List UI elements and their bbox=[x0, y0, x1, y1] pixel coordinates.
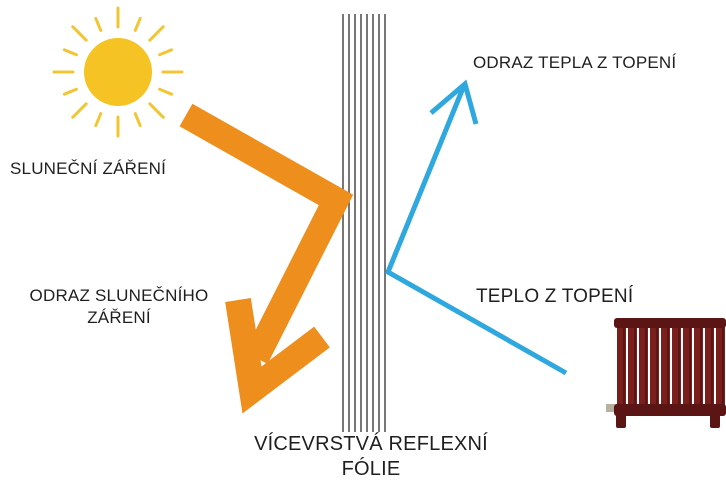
label-reflective-foil: VÍCEVRSTVÁ REFLEXNÍ FÓLIE bbox=[254, 433, 488, 480]
sun-ray bbox=[133, 112, 142, 128]
sun-icon bbox=[52, 6, 184, 138]
sun-ray bbox=[148, 25, 165, 42]
radiator-column-shade bbox=[634, 324, 636, 410]
radiator-foot-left bbox=[616, 414, 626, 428]
sun-ray bbox=[94, 16, 103, 32]
radiator-column-shade bbox=[689, 324, 691, 410]
heat-arrow-shaft bbox=[384, 87, 568, 376]
sun-ray bbox=[94, 112, 103, 128]
radiator-column-shade bbox=[656, 324, 658, 410]
label-heat-reflection: ODRAZ TEPLA Z TOPENÍ bbox=[473, 53, 677, 72]
label-solar-reflection: ODRAZ SLUNEČNÍHO ZÁŘENÍ bbox=[29, 286, 209, 327]
heat-arrow-head bbox=[429, 79, 479, 125]
radiator-columns bbox=[617, 322, 725, 412]
radiator-column-shade bbox=[623, 324, 625, 410]
sun-ray bbox=[71, 102, 88, 119]
radiator-valve bbox=[606, 404, 618, 412]
sun-ray bbox=[148, 102, 165, 119]
radiator-column-shade bbox=[667, 324, 669, 410]
radiator-column-shade bbox=[711, 324, 713, 410]
heat-arrow bbox=[384, 79, 568, 376]
sun-ray bbox=[62, 48, 78, 57]
radiator-icon bbox=[606, 318, 726, 428]
label-solar-radiation: SLUNEČNÍ ZÁŘENÍ bbox=[10, 159, 167, 178]
sun-ray bbox=[133, 16, 142, 32]
radiator-foot-right bbox=[710, 414, 720, 428]
sun-ray bbox=[62, 87, 78, 96]
solar-arrow-head bbox=[225, 298, 330, 414]
solar-arrow-shaft bbox=[179, 103, 354, 364]
solar-radiation-arrow bbox=[179, 103, 354, 414]
radiator-column-shade bbox=[722, 324, 724, 410]
sun-rays bbox=[52, 6, 184, 138]
sun-ray bbox=[158, 87, 174, 96]
radiator-column-shade bbox=[700, 324, 702, 410]
reflective-foil-layers bbox=[342, 14, 386, 432]
radiator-column-shade bbox=[678, 324, 680, 410]
radiator-bottom-bar bbox=[614, 404, 726, 416]
label-heat-from-radiator: TEPLO Z TOPENÍ bbox=[476, 286, 634, 307]
sun-ray bbox=[158, 48, 174, 57]
sun-disc bbox=[84, 38, 152, 106]
radiator-column-shade bbox=[645, 324, 647, 410]
radiator-top-bar bbox=[614, 318, 726, 328]
sun-ray bbox=[71, 25, 88, 42]
